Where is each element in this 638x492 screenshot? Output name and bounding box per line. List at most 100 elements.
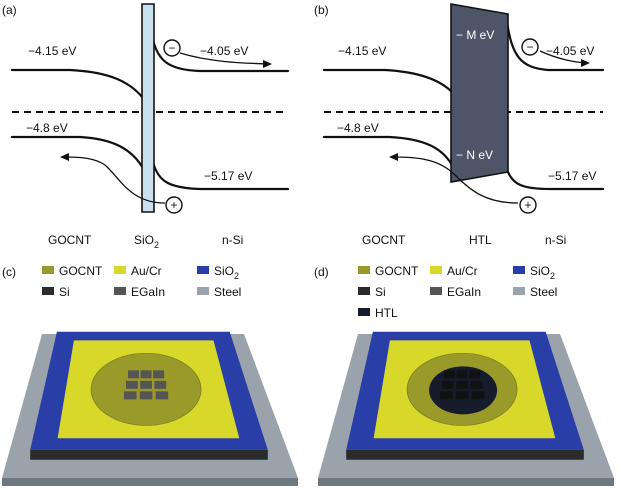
legend-label-sio: SiO2 xyxy=(214,264,239,281)
egain-pad xyxy=(471,391,485,400)
egain-pad xyxy=(470,380,483,389)
panel-a-electron-arrowhead xyxy=(263,60,272,68)
panel-b-hole-circle xyxy=(519,196,537,214)
panel-b-electron-sign: − xyxy=(526,40,533,54)
panel-b-n-level: − N eV xyxy=(456,148,493,162)
legend-label-au-cr: Au/Cr xyxy=(447,264,478,278)
panel-c-label: (c) xyxy=(2,265,16,279)
panel-b-valence-band-left xyxy=(322,135,454,167)
panel-a-energy-left-bottom: −4.8 eV xyxy=(26,121,68,135)
panel-d-label: (d) xyxy=(314,265,329,279)
legend-swatch-steel xyxy=(197,287,209,295)
legend-swatch-si xyxy=(42,287,54,295)
panel-a-energy-right-bottom: −5.17 eV xyxy=(204,169,252,183)
panel-a-hole-circle xyxy=(165,196,183,214)
legend-label-au-cr: Au/Cr xyxy=(131,264,162,278)
egain-pad xyxy=(444,370,456,379)
panel-b-hole-sign: + xyxy=(524,198,531,212)
egain-pad xyxy=(154,380,167,389)
egain-pad xyxy=(125,380,138,389)
legend-label-htl: HTL xyxy=(375,306,398,320)
panel-b: (b) − M eV − N eV − + −4.15 eV −4.05 eV … xyxy=(314,3,605,247)
egain-pad xyxy=(455,391,469,400)
legend-label-steel: Steel xyxy=(214,285,241,299)
panel-c-device xyxy=(2,331,298,486)
panel-a-energy-left-top: −4.15 eV xyxy=(28,44,76,58)
panel-b-hole-path xyxy=(395,156,519,204)
panel-b-energy-right-bottom: −5.17 eV xyxy=(548,169,596,183)
egain-pad xyxy=(123,391,137,400)
si-layer-side xyxy=(346,449,584,460)
egain-pad xyxy=(140,370,152,379)
egain-pad xyxy=(469,370,481,379)
panel-b-htl-barrier xyxy=(450,3,509,183)
panel-b-energy-left-bottom: −4.8 eV xyxy=(337,121,379,135)
panel-b-valence-band-right xyxy=(506,170,605,191)
egain-pad xyxy=(456,370,468,379)
si-layer-side xyxy=(30,449,268,460)
panel-b-energy-right-top: −4.05 eV xyxy=(546,44,594,58)
panel-a-region-nsi: n-Si xyxy=(222,233,243,247)
legend-swatch-gocnt xyxy=(42,266,54,274)
panel-b-conduction-band-left xyxy=(322,68,454,94)
legend-swatch-egain xyxy=(430,287,442,295)
panel-b-energy-left-top: −4.15 eV xyxy=(338,44,386,58)
steel-base-side xyxy=(318,478,614,486)
egain-pad xyxy=(441,380,454,389)
egain-pad xyxy=(456,380,468,389)
panel-a: (a) − + −4.15 eV −4.05 eV −4.8 eV −5.17 … xyxy=(2,3,290,250)
legend-swatch-au-cr xyxy=(114,266,126,274)
legend-swatch-steel xyxy=(513,287,525,295)
panel-b-m-level: − M eV xyxy=(456,28,494,42)
panel-d-device xyxy=(318,331,614,486)
gocnt-film xyxy=(90,352,202,426)
legend-label-si: Si xyxy=(375,285,386,299)
panel-a-region-gocnt: GOCNT xyxy=(48,233,92,247)
panel-a-hole-arrowhead xyxy=(60,153,69,161)
panel-b-hole-arrowhead xyxy=(389,153,398,161)
egain-pad xyxy=(140,380,152,389)
panel-a-conduction-band-left xyxy=(10,68,145,100)
legend-swatch-sio xyxy=(513,266,525,274)
legend-label-si: Si xyxy=(59,285,70,299)
panel-a-conduction-band-right xyxy=(151,38,290,73)
panel-a-region-sio2: SiO2 xyxy=(134,233,159,250)
panel-a-energy-right-top: −4.05 eV xyxy=(200,44,248,58)
panel-a-hole-path xyxy=(65,156,166,204)
legend-swatch-egain xyxy=(114,287,126,295)
panel-a-hole-sign: + xyxy=(170,198,177,212)
legend-swatch-au-cr xyxy=(430,266,442,274)
egain-pad xyxy=(128,370,140,379)
legend-label-egain: EGaIn xyxy=(131,285,165,299)
egain-pad xyxy=(439,391,453,400)
legend-label-egain: EGaIn xyxy=(447,285,481,299)
legend-swatch-gocnt xyxy=(358,266,370,274)
legend-label-gocnt: GOCNT xyxy=(375,264,419,278)
egain-pad xyxy=(139,391,153,400)
panel-a-electron-path xyxy=(179,52,269,65)
legend-swatch-sio xyxy=(197,266,209,274)
legend-swatch-htl xyxy=(358,308,370,316)
legend-swatch-si xyxy=(358,287,370,295)
legend-label-sio: SiO2 xyxy=(530,264,555,281)
panel-b-electron-circle xyxy=(521,38,539,56)
panel-a-valence-band-right xyxy=(151,160,290,191)
egain-pad xyxy=(153,370,165,379)
panel-b-conduction-band-right xyxy=(505,20,605,72)
steel-base-side xyxy=(2,478,298,486)
egain-pad xyxy=(155,391,169,400)
panel-a-electron-sign: − xyxy=(168,41,175,55)
panel-b-region-gocnt: GOCNT xyxy=(362,233,406,247)
panel-b-label: (b) xyxy=(314,3,329,17)
panel-b-region-htl: HTL xyxy=(469,233,492,247)
legend-label-steel: Steel xyxy=(530,285,557,299)
panel-b-electron-arrowhead xyxy=(581,59,590,67)
panel-a-label: (a) xyxy=(2,3,17,17)
panel-a-electron-circle xyxy=(163,39,181,57)
panel-a-valence-band-left xyxy=(10,135,145,170)
panel-a-sio2-barrier xyxy=(141,3,155,213)
